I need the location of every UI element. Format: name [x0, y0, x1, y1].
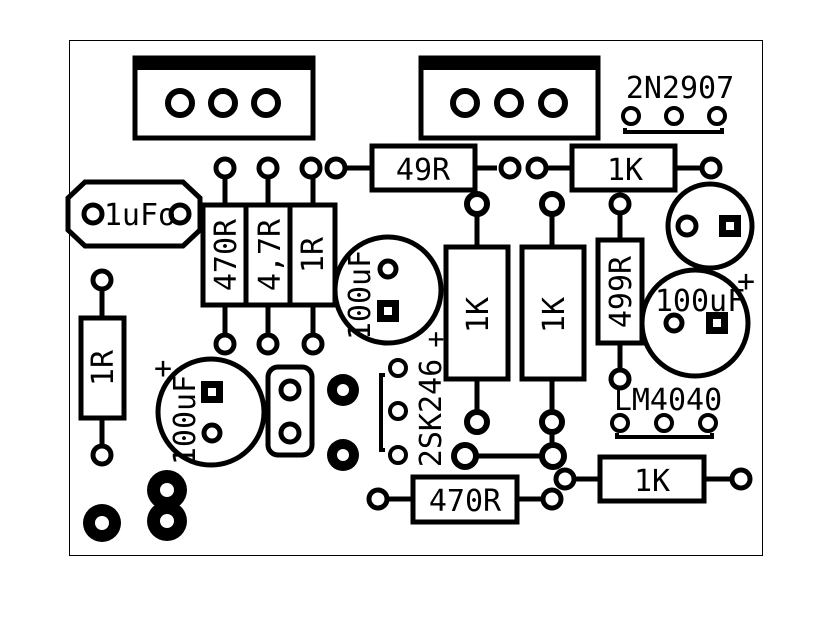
capacitor-100uf-middle: 100uF	[332, 234, 444, 346]
plus-sign-jfet: +	[428, 322, 445, 355]
component-round-2pin	[665, 181, 755, 271]
resistor-470r-bottom: 470R	[366, 474, 564, 525]
connector-left-3pin	[132, 55, 316, 141]
pad	[450, 88, 480, 118]
resistor-1r-left: 1R	[78, 268, 127, 467]
pad	[654, 413, 674, 433]
pad	[256, 156, 280, 180]
pad	[608, 192, 632, 216]
pad	[699, 156, 723, 180]
wire-pads-bottom-left	[83, 470, 187, 542]
label-lm4040: LM4040	[614, 383, 722, 418]
label-1k-b: 1K	[537, 297, 572, 333]
pad	[299, 156, 323, 180]
pad	[610, 413, 630, 433]
pad	[494, 88, 524, 118]
pad	[324, 156, 348, 180]
label-100uf-right: 100uF	[655, 284, 745, 319]
pad	[540, 487, 564, 511]
resistor-1k-vertical-b: 1K	[519, 191, 587, 435]
pad	[278, 378, 302, 402]
pad	[256, 332, 280, 356]
pad	[621, 106, 641, 126]
resistor-1k-bottom: 1K	[553, 454, 753, 504]
pad	[168, 202, 192, 226]
pad	[698, 413, 718, 433]
pad	[213, 156, 237, 180]
capacitor-1uf: 1uFo	[65, 179, 203, 249]
label-49r: 49R	[396, 153, 451, 188]
pad	[553, 467, 577, 491]
label-470r-vertical: 470R	[209, 218, 244, 291]
pad	[729, 467, 753, 491]
pad	[608, 367, 632, 391]
label-100uf-left: 100uF	[168, 375, 203, 465]
label-1r-vertical: 1R	[296, 236, 331, 273]
label-499r: 499R	[604, 255, 639, 328]
pad	[201, 422, 223, 444]
label-2n2907: 2N2907	[626, 71, 734, 106]
pad	[81, 202, 105, 226]
pad	[464, 409, 490, 435]
label-1uf: 1uFo	[104, 198, 176, 233]
pad	[251, 88, 281, 118]
label-4-7r: 4,7R	[253, 218, 288, 291]
label-100uf-middle: 100uF	[343, 250, 378, 340]
plus-sign-right: +	[737, 264, 755, 299]
pad	[301, 332, 325, 356]
connector-2pin-vertical	[265, 364, 315, 458]
transistor-2n2907: 2N2907	[621, 71, 734, 134]
resistor-49r: 49R	[299, 143, 522, 193]
pad	[213, 332, 237, 356]
pad	[707, 106, 727, 126]
pad	[664, 106, 684, 126]
wire-pads-middle	[327, 374, 359, 471]
pad	[525, 156, 549, 180]
label-1k-a: 1K	[461, 297, 496, 333]
label-1k-bottom: 1K	[634, 464, 670, 499]
board-outline	[69, 40, 763, 556]
transistor-2sk246: 2SK246 +	[379, 322, 449, 467]
pad	[165, 88, 195, 118]
pad	[663, 312, 685, 334]
pad	[498, 156, 522, 180]
connector-right-3pin	[418, 55, 601, 141]
pad	[388, 401, 408, 421]
pad	[539, 409, 565, 435]
pad	[388, 358, 408, 378]
resistor-1k-top: 1K	[525, 143, 723, 193]
pad	[464, 191, 490, 217]
pad	[208, 88, 238, 118]
trace-link	[451, 432, 567, 470]
pad	[90, 268, 114, 292]
pad	[539, 442, 567, 470]
label-470r-bottom: 470R	[429, 484, 502, 519]
plus-sign-left: +	[154, 351, 172, 386]
label-1k-top: 1K	[607, 153, 643, 188]
resistor-block-470r-4-7r-1r: 470R 4,7R 1R	[200, 156, 338, 356]
pad	[90, 443, 114, 467]
resistor-499r: 499R	[595, 192, 645, 391]
pad	[538, 88, 568, 118]
ic-lm4040: LM4040	[610, 383, 722, 439]
resistor-1k-vertical-a: 1K	[443, 191, 511, 435]
pad	[388, 445, 408, 465]
pad	[451, 442, 479, 470]
capacitor-100uf-right: 100uF +	[639, 264, 755, 379]
pad	[366, 487, 390, 511]
pad	[278, 421, 302, 445]
pad	[539, 191, 565, 217]
pad	[377, 258, 399, 280]
label-2sk246: 2SK246	[414, 359, 449, 467]
pad	[675, 214, 699, 238]
label-1r-left: 1R	[86, 349, 121, 386]
capacitor-100uf-left: 100uF +	[154, 351, 267, 468]
